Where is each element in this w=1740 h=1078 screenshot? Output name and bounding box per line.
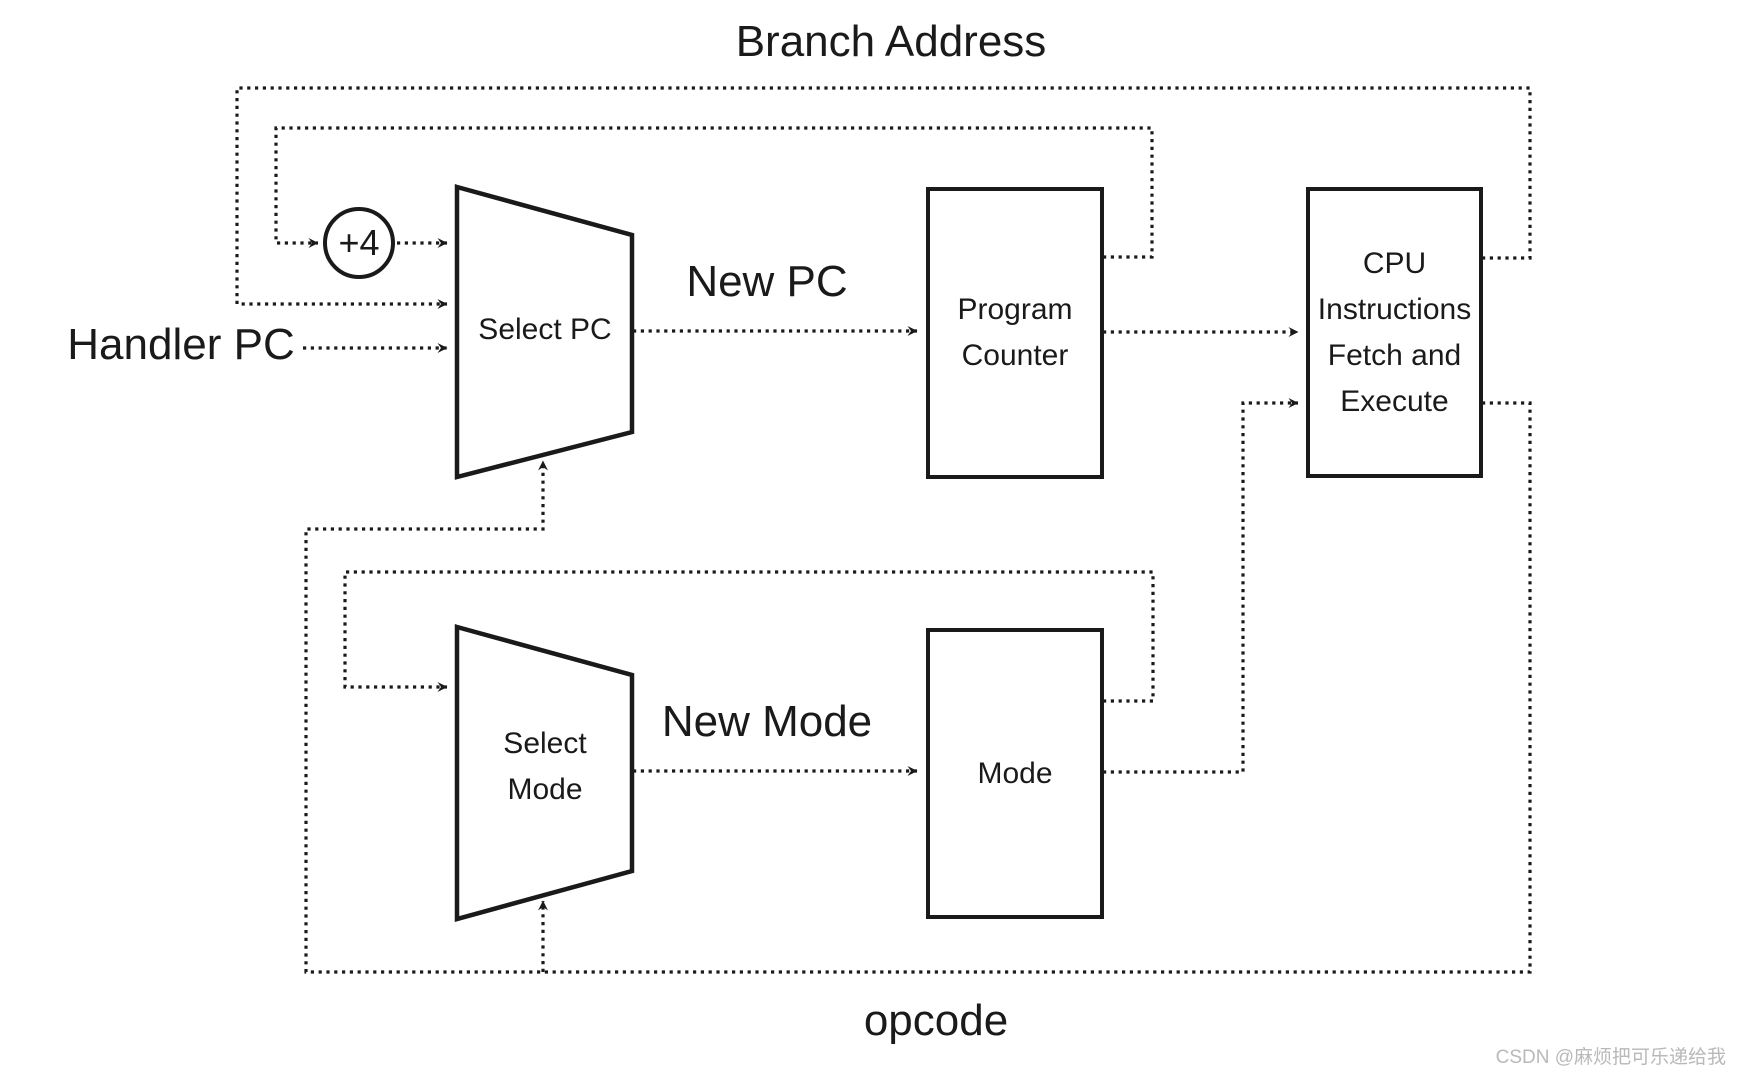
cpu-box: CPU Instructions Fetch and Execute bbox=[1306, 187, 1483, 478]
watermark-text: CSDN @麻烦把可乐递给我 bbox=[1495, 1047, 1726, 1068]
opcode-label: opcode bbox=[863, 996, 1009, 1045]
select-mode-label: Select Mode bbox=[503, 727, 587, 806]
mode-label: Mode bbox=[977, 756, 1053, 790]
select-pc-mux-shape bbox=[454, 184, 635, 480]
plus4-node: +4 bbox=[323, 207, 395, 279]
connector-mode-to-cpu bbox=[1103, 398, 1299, 774]
plus4-label: +4 bbox=[338, 222, 380, 263]
new-mode-label: New Mode bbox=[661, 697, 873, 746]
select-pc-label: Select PC bbox=[478, 313, 612, 346]
new-pc-label: New PC bbox=[686, 257, 848, 306]
connector-pc-plus4-feedback bbox=[274, 126, 1154, 259]
program-counter-label: Program Counter bbox=[957, 293, 1073, 372]
select-mode-mux-shape bbox=[454, 624, 635, 922]
connector-opcode bbox=[304, 401, 1532, 974]
program-counter-box: Program Counter bbox=[926, 187, 1104, 479]
handler-pc-label: Handler PC bbox=[67, 320, 295, 369]
connector-branch-address-feedback bbox=[235, 86, 1532, 309]
branch-address-label: Branch Address bbox=[735, 17, 1047, 66]
mode-box: Mode bbox=[926, 628, 1104, 919]
connector-mode-feedback bbox=[343, 570, 1155, 703]
cpu-label: CPU Instructions Fetch and Execute bbox=[1317, 246, 1472, 418]
